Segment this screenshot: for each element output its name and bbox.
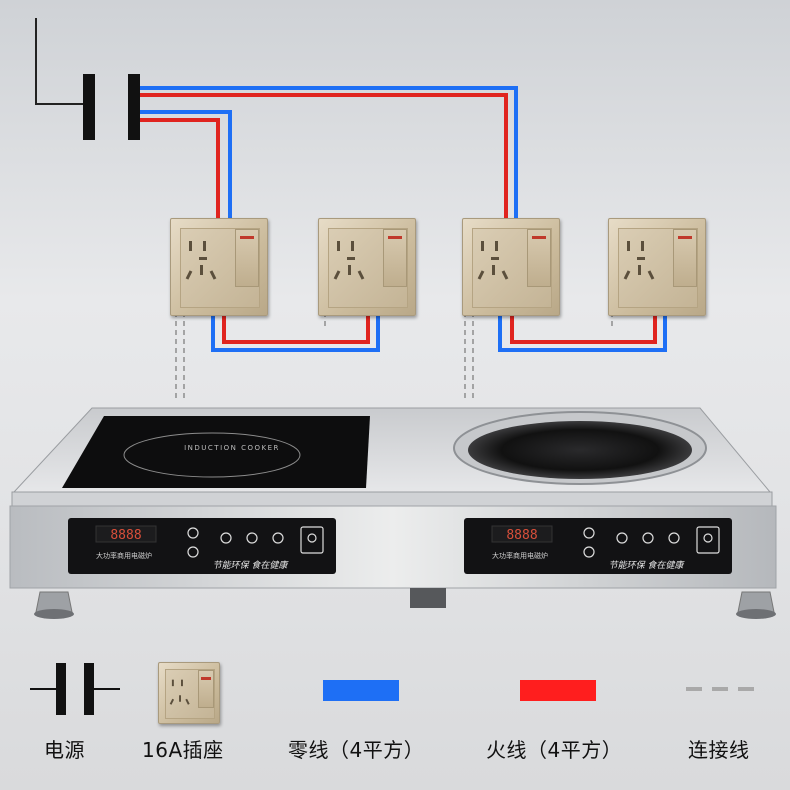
- button-mode3-left: [272, 532, 284, 544]
- button-down-left: [187, 546, 199, 558]
- power-source-plate-right: [128, 74, 140, 140]
- legend-label-live: 火线（4平方）: [486, 738, 623, 762]
- power-source-symbol-icon: [30, 663, 120, 715]
- induction-cooktop: INDUCTION COOKER 8888 大功率商用电磁炉 节能环保 食在健康…: [9, 407, 777, 619]
- power-icon-left: [307, 533, 317, 543]
- wok-bowl: [468, 421, 692, 479]
- socket-4: [608, 218, 706, 316]
- jumper-neutral-left: [211, 310, 380, 352]
- connector-line-left: [175, 312, 185, 400]
- induction-label: INDUCTION COOKER: [184, 444, 280, 452]
- jumper-neutral-right: [498, 310, 667, 352]
- legend-label-connector: 连接线: [688, 738, 750, 762]
- slogan-text-left: 节能环保 食在健康: [213, 560, 290, 571]
- power-button-left: [300, 526, 324, 554]
- power-source-wire: [35, 18, 88, 105]
- socket-3: [462, 218, 560, 316]
- power-button-right: [696, 526, 720, 554]
- socket-switch: [235, 229, 259, 287]
- glass-plate: [62, 416, 370, 488]
- legend-label-neutral: 零线（4平方）: [288, 738, 425, 762]
- button-down-right: [583, 546, 595, 558]
- socket-pins-icon: [477, 241, 509, 280]
- neutral-wire-swatch-icon: [323, 680, 399, 701]
- digits-right: 8888: [506, 528, 537, 543]
- socket-pins-icon: [185, 241, 217, 280]
- socket-pins-icon: [333, 241, 365, 280]
- button-mode2-left: [246, 532, 258, 544]
- socket-switch: [673, 229, 697, 287]
- power-source-plate-left: [83, 74, 95, 140]
- button-mode2-right: [642, 532, 654, 544]
- button-mode3-right: [668, 532, 680, 544]
- cooktop-edge: [11, 491, 773, 507]
- digit-display-right: [491, 525, 553, 543]
- socket-pins-icon: [623, 241, 655, 280]
- button-mode1-right: [616, 532, 628, 544]
- button-mode1-left: [220, 532, 232, 544]
- socket-1: [170, 218, 268, 316]
- digits-left: 8888: [110, 528, 141, 543]
- wiring-diagram: [35, 18, 667, 400]
- neutral-wire-main: [140, 86, 518, 218]
- cooking-zone-ring: [123, 432, 301, 478]
- connector-line-right: [464, 312, 474, 400]
- center-foot: [410, 588, 446, 608]
- jumper-live-right: [510, 310, 657, 344]
- socket-switch: [383, 229, 407, 287]
- brand-text-left: 大功率商用电磁炉: [96, 551, 152, 560]
- button-up-left: [187, 527, 199, 539]
- power-icon-right: [703, 533, 713, 543]
- button-up-right: [583, 527, 595, 539]
- jumper-live-left: [222, 310, 370, 344]
- socket-2: [318, 218, 416, 316]
- slogan-text-right: 节能环保 食在健康: [609, 560, 686, 571]
- legend-label-power: 电源: [44, 738, 85, 762]
- legend-label-socket: 16A插座: [142, 738, 224, 762]
- neutral-wire-branch: [140, 110, 232, 218]
- brand-text-right: 大功率商用电磁炉: [492, 551, 548, 560]
- dashed-connector-icon: [686, 687, 762, 691]
- live-wire-branch: [140, 118, 220, 218]
- live-wire-main: [140, 93, 508, 218]
- socket-icon: [158, 662, 220, 724]
- socket-switch: [527, 229, 551, 287]
- digit-display-left: [95, 525, 157, 543]
- live-wire-swatch-icon: [520, 680, 596, 701]
